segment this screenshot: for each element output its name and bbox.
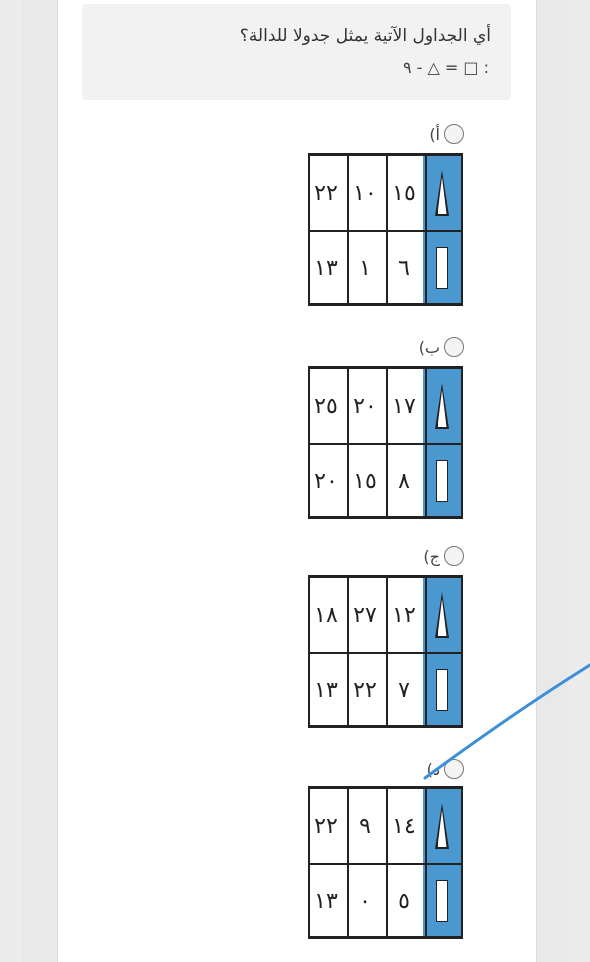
table-cell: ٥	[398, 888, 410, 914]
question-card: أي الجداول الآتية يمثل جدولا للدالة؟ : □…	[57, 0, 537, 962]
option-c-row[interactable]: ج)	[423, 545, 464, 567]
table-cell: ١٣	[314, 677, 338, 703]
table-cell: ٢٧	[353, 602, 377, 628]
table-cell: ٢٠	[314, 468, 338, 494]
option-label: ب)	[418, 337, 440, 357]
function-table: ١٤ ٩ ٢٢ ٥ ٠ ١٣	[308, 786, 463, 939]
question-text: أي الجداول الآتية يمثل جدولا للدالة؟	[239, 26, 491, 46]
table-cell: ٢٢	[314, 180, 338, 206]
table-cell: ٩	[359, 813, 371, 839]
table-cell: ١٠	[353, 180, 377, 206]
triangle-icon	[435, 170, 449, 216]
function-table: ١٧ ٢٠ ٢٥ ٨ ١٥ ٢٠	[308, 366, 463, 519]
square-icon	[436, 880, 448, 922]
triangle-icon	[435, 592, 449, 638]
table-cell: ٢٠	[353, 393, 377, 419]
table-cell: ٢٢	[353, 677, 377, 703]
table-cell: ١٢	[392, 602, 416, 628]
triangle-icon	[435, 803, 449, 849]
option-label: د)	[426, 759, 440, 779]
radio-icon[interactable]	[444, 124, 464, 144]
left-background-strip	[0, 0, 22, 962]
table-cell: ٨	[398, 468, 410, 494]
table-cell: ١٥	[353, 468, 377, 494]
function-table: ١٥ ١٠ ٢٢ ٦ ١ ١٣	[308, 153, 463, 306]
option-b-row[interactable]: ب)	[419, 336, 464, 358]
table-cell: ١٤	[392, 813, 416, 839]
table-cell: ١٣	[314, 888, 338, 914]
table-cell: ١٣	[314, 255, 338, 281]
table-cell: ١٧	[392, 393, 416, 419]
table-cell: ٧	[398, 677, 410, 703]
function-equation: : □ = △ - ٩	[402, 58, 489, 77]
option-d-row[interactable]: د)	[427, 758, 464, 780]
triangle-icon	[435, 383, 449, 429]
square-icon	[436, 247, 448, 289]
right-background-strip	[568, 0, 590, 962]
table-cell: ٢٥	[314, 393, 338, 419]
question-box: أي الجداول الآتية يمثل جدولا للدالة؟ : □…	[82, 4, 511, 100]
radio-icon[interactable]	[444, 546, 464, 566]
radio-icon[interactable]	[444, 759, 464, 779]
option-a-row[interactable]: أ)	[429, 123, 464, 145]
table-cell: ٠	[359, 888, 371, 914]
function-table: ١٢ ٢٧ ١٨ ٧ ٢٢ ١٣	[308, 575, 463, 728]
table-cell: ٦	[398, 255, 410, 281]
option-label: ج)	[423, 546, 440, 566]
radio-icon[interactable]	[444, 337, 464, 357]
square-icon	[436, 669, 448, 711]
table-cell: ١٥	[392, 180, 416, 206]
square-icon	[436, 460, 448, 502]
table-cell: ٢٢	[314, 813, 338, 839]
table-cell: ١	[359, 255, 371, 281]
table-cell: ١٨	[314, 602, 338, 628]
option-label: أ)	[429, 124, 440, 144]
